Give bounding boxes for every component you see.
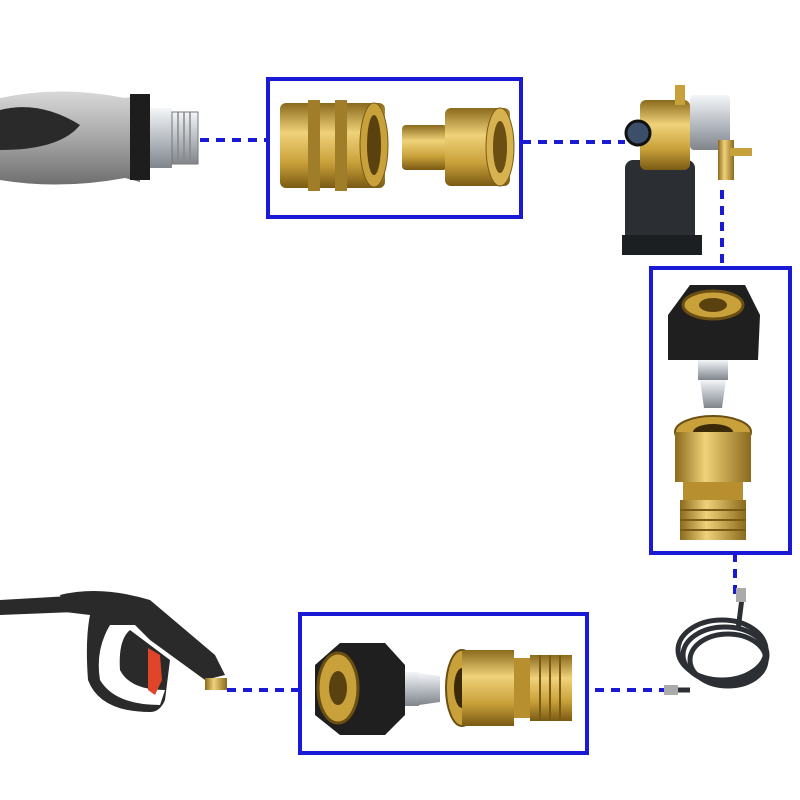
top-adapter-box bbox=[266, 77, 523, 219]
m22-female-coupler-vertical bbox=[668, 285, 760, 408]
spray-gun-image bbox=[0, 591, 227, 712]
hose-handle-image bbox=[0, 91, 199, 185]
bottom-adapter-box bbox=[298, 612, 589, 755]
high-pressure-hose-image bbox=[670, 597, 770, 693]
female-garden-quick-connect bbox=[280, 100, 389, 191]
hose-end-fitting-left bbox=[664, 685, 678, 695]
quick-connect-socket-vertical bbox=[674, 415, 752, 540]
quick-connect-socket-horizontal bbox=[445, 649, 572, 727]
dashed-connectors bbox=[200, 138, 737, 692]
m22-female-coupler-horizontal bbox=[315, 643, 440, 735]
pump-image bbox=[622, 85, 752, 255]
hose-end-fitting-top bbox=[736, 588, 746, 602]
right-adapter-box bbox=[649, 266, 792, 555]
male-garden-quick-connect bbox=[402, 107, 515, 187]
